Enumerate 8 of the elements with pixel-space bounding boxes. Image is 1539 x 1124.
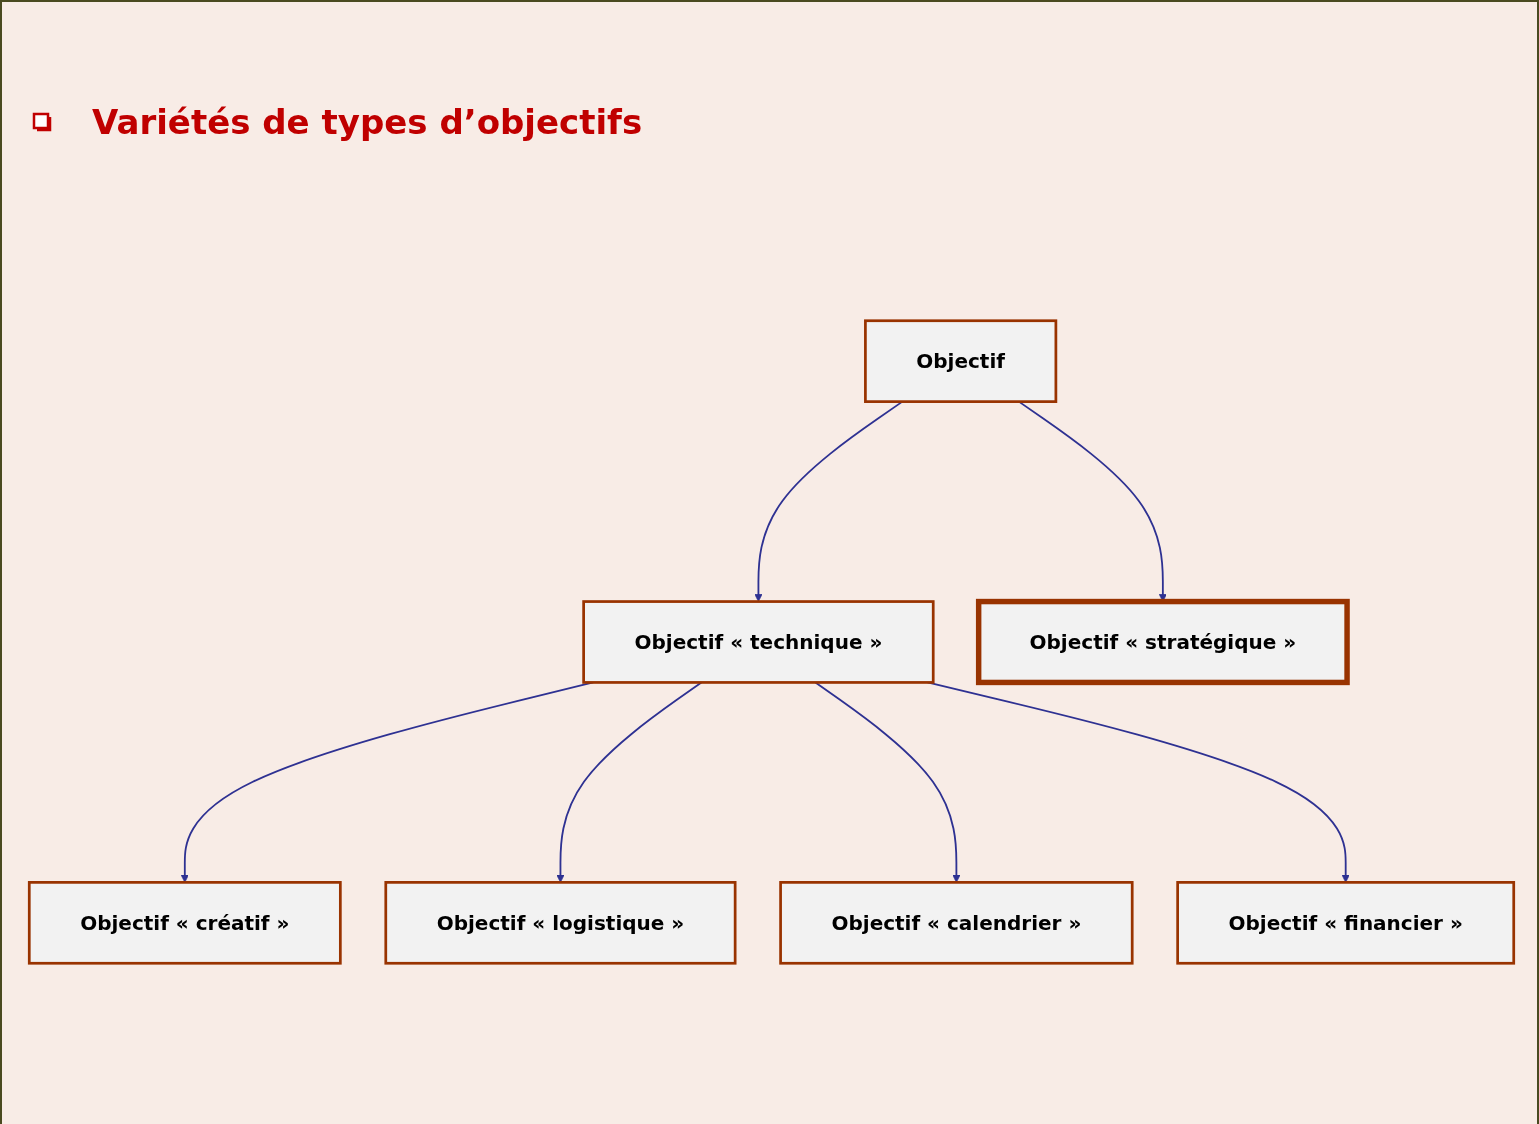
node-box: Objectif « financier »: [1176, 881, 1516, 965]
node-box: Objectif « stratégique »: [975, 598, 1350, 686]
node-box: Objectif « technique »: [582, 600, 935, 684]
node-box: Objectif: [864, 319, 1058, 403]
node-box: Objectif « calendrier »: [779, 881, 1134, 965]
node-box: Objectif « logistique »: [384, 881, 737, 965]
title: Variétés de types d’objectifs: [92, 102, 643, 142]
node-box: Objectif « créatif »: [27, 881, 342, 965]
